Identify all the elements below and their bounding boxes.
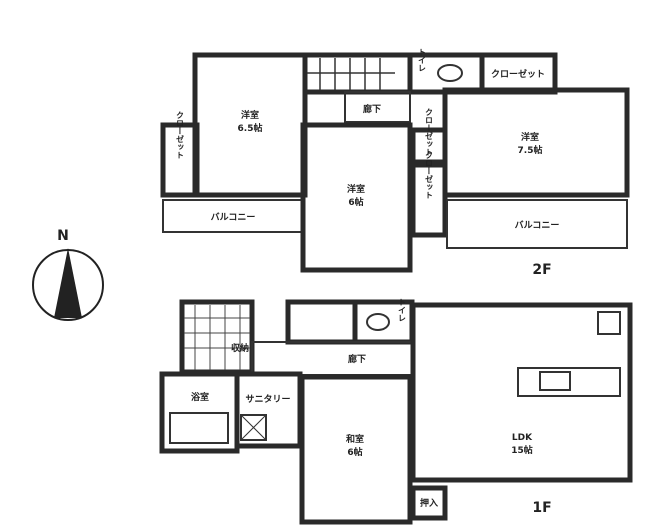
- bathtub: [169, 412, 229, 444]
- room-size: 6帖: [348, 196, 363, 208]
- room-size: 6帖: [347, 446, 362, 458]
- room-name: 洋室: [347, 183, 365, 195]
- oshiire: [410, 485, 448, 521]
- toilet-icon: [366, 313, 390, 331]
- room-label: トイレ: [418, 48, 427, 72]
- room-name: LDK: [512, 433, 533, 443]
- hall-1f: [251, 341, 413, 376]
- room-label: クローゼット: [425, 108, 434, 156]
- closet-left: [160, 122, 200, 198]
- entrance-tiles: [184, 305, 250, 370]
- room-label: クローゼット: [176, 111, 185, 159]
- floor-2-plan: 洋室 6.5帖 洋室 6帖 洋室 7.5帖 クローゼット クローゼット クローゼ…: [160, 48, 630, 278]
- room-label: トイレ: [398, 298, 407, 322]
- room-size: 6.5帖: [238, 122, 263, 134]
- room-size: 7.5帖: [518, 144, 543, 156]
- north-label: N: [57, 228, 69, 244]
- room-label: 浴室: [191, 391, 209, 403]
- room-label: 玄関: [191, 331, 209, 343]
- compass-arrow-icon: [54, 248, 82, 318]
- balcony-right: [446, 199, 628, 249]
- room-label: 廊下: [348, 353, 366, 365]
- floor-label: 1F: [532, 500, 551, 516]
- room-label: サニタリー: [245, 393, 290, 405]
- floor-1-plan: LDK 15帖 和室 6帖 浴室 サニタリー トイレ 廊下 収納 玄関 押入 1…: [159, 298, 633, 525]
- stair-treads: [307, 58, 395, 90]
- washer-icon: [240, 414, 267, 441]
- room-label: 廊下: [363, 103, 381, 115]
- floor-label: 2F: [532, 262, 551, 278]
- room-label: 収納: [231, 342, 249, 354]
- room-name: 洋室: [521, 131, 539, 143]
- room-label: バルコニー: [211, 212, 256, 223]
- room-western-6: [300, 122, 413, 273]
- room-name: 洋室: [241, 109, 259, 121]
- room-japanese: [299, 374, 413, 525]
- sink-icon: [539, 371, 571, 391]
- hall-2f: [344, 91, 411, 123]
- stairs-1f: [285, 299, 358, 345]
- room-name: 和室: [345, 433, 364, 445]
- room-western-7-5: [442, 87, 630, 198]
- toilet-icon: [437, 64, 463, 82]
- kitchen-counter: [517, 367, 621, 397]
- room-ldk: [410, 302, 633, 483]
- room-size: 15帖: [511, 444, 533, 456]
- closet-mid-b: [410, 162, 448, 238]
- fridge-icon: [597, 311, 621, 335]
- room-label: クローゼット: [491, 68, 545, 80]
- north-compass: N: [32, 228, 104, 321]
- room-label: 押入: [420, 497, 438, 509]
- room-label: クローゼット: [425, 151, 434, 199]
- room-label: バルコニー: [515, 220, 560, 231]
